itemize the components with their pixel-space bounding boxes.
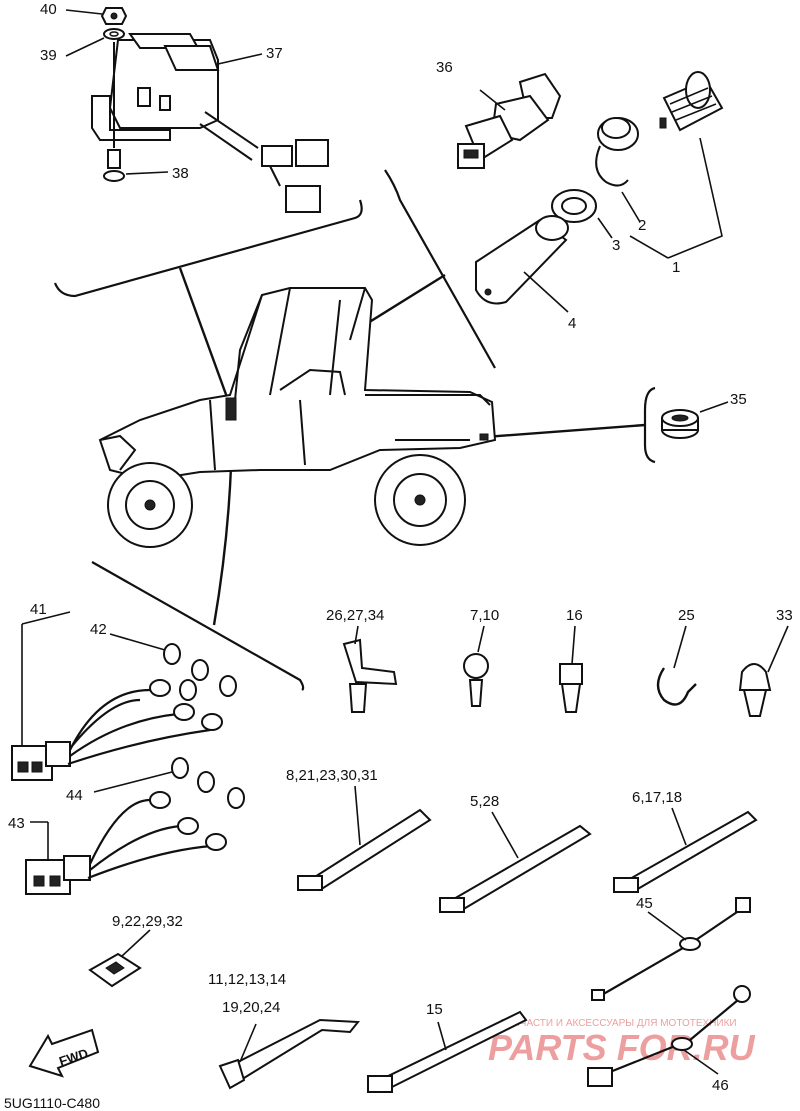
- callout-15: 15: [426, 1001, 443, 1018]
- callout-9-22-29-32: 9,22,29,32: [112, 913, 183, 930]
- callout-33: 33: [776, 607, 793, 624]
- cable-tie-8: [297, 785, 432, 892]
- harness-marker: [225, 397, 237, 421]
- cable-tie-5: [439, 811, 592, 913]
- callout-3: 3: [612, 237, 620, 254]
- bolt-38: [103, 42, 125, 182]
- callout-39: 39: [40, 47, 57, 64]
- socket-leader-lines: [479, 89, 723, 313]
- clip-26-27-34: [342, 625, 398, 713]
- callout-35: 35: [730, 391, 747, 408]
- boot-4: [475, 215, 569, 305]
- clip-7-10: [463, 625, 489, 707]
- callout-6-17-18: 6,17,18: [632, 789, 682, 806]
- bulbs-44: [93, 757, 245, 809]
- callout-46: 46: [712, 1077, 729, 1094]
- callout-16: 16: [566, 607, 583, 624]
- ground-lead-46: [587, 985, 751, 1087]
- callout-41: 41: [30, 601, 47, 618]
- cable-tie-6: [613, 807, 758, 893]
- callout-42: 42: [90, 621, 107, 638]
- callout-38: 38: [172, 165, 189, 182]
- holder-11-19: [218, 1018, 360, 1090]
- bracket-lines: [53, 169, 656, 691]
- grommet-location-marker: [479, 433, 489, 441]
- nut-40: [100, 7, 128, 25]
- socket-1: [659, 71, 724, 132]
- callout-2: 2: [638, 217, 646, 234]
- watermark-brand: PARTS FOR.RU: [488, 1027, 756, 1068]
- callout-4: 4: [568, 315, 576, 332]
- callout-5-28: 5,28: [470, 793, 499, 810]
- clip-16: [559, 625, 583, 713]
- callout-labels: 40 39 37 38 36 2 3 1 4 35 41 42 44 43 26…: [8, 1, 793, 1094]
- lamp-harness-43: [25, 791, 227, 895]
- lead-wire-45: [591, 897, 751, 1001]
- watermark: ЗАПЧАСТИ И АКСЕССУАРЫ ДЛЯ МОТОТЕХНИКИ PA…: [488, 1018, 756, 1068]
- callout-45: 45: [636, 895, 653, 912]
- vehicle-wheels: [107, 454, 466, 548]
- callout-11-12-13-14: 11,12,13,14: [208, 971, 286, 988]
- callout-1: 1: [672, 259, 680, 276]
- utv-vehicle: [98, 287, 497, 482]
- callout-37: 37: [266, 45, 283, 62]
- callout-26-27-34: 26,27,34: [326, 607, 384, 624]
- ring-nut-3: [551, 189, 597, 223]
- grommet-35: [661, 401, 729, 439]
- clip-25: [656, 625, 697, 706]
- holder-9: [88, 929, 151, 988]
- callout-7-10: 7,10: [470, 607, 499, 624]
- relay-assembly: [91, 33, 329, 213]
- washer-39: [103, 28, 125, 40]
- callout-43: 43: [8, 815, 25, 832]
- callout-19-20-24: 19,20,24: [222, 999, 280, 1016]
- ignition-switch-36: [457, 72, 562, 169]
- callout-40: 40: [40, 1, 57, 18]
- callout-36: 36: [436, 59, 453, 76]
- callout-25: 25: [678, 607, 695, 624]
- bulbs-42: [109, 633, 237, 701]
- cable-tie-15: [367, 1010, 528, 1093]
- fwd-arrow: FWD: [28, 1028, 100, 1078]
- cap-2: [595, 117, 639, 187]
- callout-8-21-23-30-31: 8,21,23,30,31: [286, 767, 378, 784]
- lamp-harness-41: [11, 611, 223, 781]
- diagram-code: 5UG1110-C480: [4, 1095, 100, 1111]
- clip-33: [738, 625, 789, 717]
- watermark-tagline: ЗАПЧАСТИ И АКСЕССУАРЫ ДЛЯ МОТОТЕХНИКИ: [500, 1018, 737, 1029]
- callout-44: 44: [66, 787, 83, 804]
